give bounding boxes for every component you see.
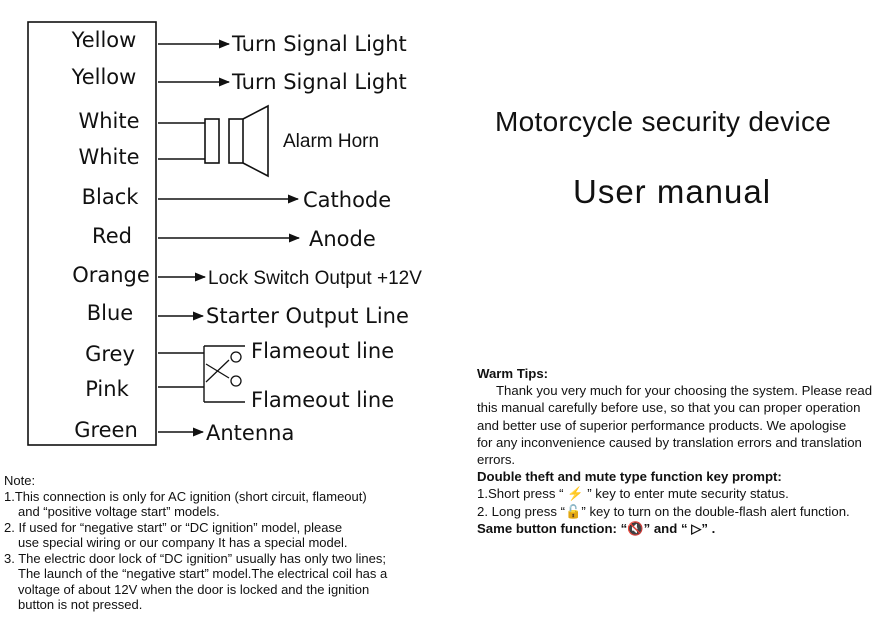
note-heading: Note: xyxy=(4,473,36,488)
wire-color-pink: Pink xyxy=(85,377,129,401)
tips-line: errors. xyxy=(477,452,516,468)
warm-tips-heading: Warm Tips: xyxy=(477,366,549,381)
wire-destination-black: Cathode xyxy=(303,188,391,212)
wire-destination-blue: Starter Output Line xyxy=(206,304,409,328)
wire-destination-orange: Lock Switch Output +12V xyxy=(208,268,422,289)
tips-line: this manual carefully before use, so tha… xyxy=(477,400,861,416)
note-line: use special wiring or our company It has… xyxy=(18,535,348,550)
note-line: and “positive voltage start” models. xyxy=(18,504,220,519)
tips-line: for any inconvenience caused by translat… xyxy=(477,434,862,450)
wire-color-white-1: White xyxy=(78,109,139,133)
note-line: 1.This connection is only for AC ignitio… xyxy=(4,488,367,504)
wire-color-red: Red xyxy=(92,224,132,248)
wire-destination-grey: Flameout line xyxy=(251,339,394,363)
wire-color-orange: Orange xyxy=(72,263,150,287)
note-line: 2. If used for “negative start” or “DC i… xyxy=(4,519,343,535)
wire-color-blue: Blue xyxy=(87,301,133,325)
warm-tips-section: Warm Tips: Thank you very much for your … xyxy=(477,365,887,537)
function-line: Same button function: “🔇” and “ ▷” . xyxy=(477,520,716,536)
wire-color-grey: Grey xyxy=(85,342,135,366)
control-unit-box xyxy=(27,21,157,446)
wire-color-yellow-1: Yellow xyxy=(71,28,137,52)
flameout-switch-icon xyxy=(158,345,245,403)
alarm-horn-icon xyxy=(158,104,269,178)
note-line: 3. The electric door lock of “DC ignitio… xyxy=(4,550,386,566)
alarm-horn-label: Alarm Horn xyxy=(283,131,379,152)
tips-line: and better use of superior performance p… xyxy=(477,417,847,433)
note-section: Note: 1.This connection is only for AC i… xyxy=(4,473,474,613)
wire-destination-yellow-1: Turn Signal Light xyxy=(231,32,407,56)
wire-color-yellow-2: Yellow xyxy=(71,65,137,89)
note-line: button is not pressed. xyxy=(18,597,143,612)
wire-color-white-2: White xyxy=(78,145,139,169)
function-line: 1.Short press “ ⚡ ” key to enter mute se… xyxy=(477,486,789,502)
manual-subtitle: User manual xyxy=(573,173,772,210)
wire-destination-pink: Flameout line xyxy=(251,388,394,412)
wire-color-black: Black xyxy=(82,185,140,209)
note-line: voltage of about 12V when the door is lo… xyxy=(18,581,370,597)
tips-line: Thank you very much for your choosing th… xyxy=(496,383,873,399)
wire-color-green: Green xyxy=(74,418,138,442)
wire-destination-green: Antenna xyxy=(206,421,294,445)
function-line: 2. Long press “🔓” key to turn on the dou… xyxy=(477,503,850,519)
function-key-heading: Double theft and mute type function key … xyxy=(477,469,782,485)
manual-title: Motorcycle security device xyxy=(495,106,832,137)
note-line: The launch of the “negative start” model… xyxy=(18,566,388,581)
wire-destination-red: Anode xyxy=(309,227,376,251)
wire-destination-yellow-2: Turn Signal Light xyxy=(231,70,407,94)
